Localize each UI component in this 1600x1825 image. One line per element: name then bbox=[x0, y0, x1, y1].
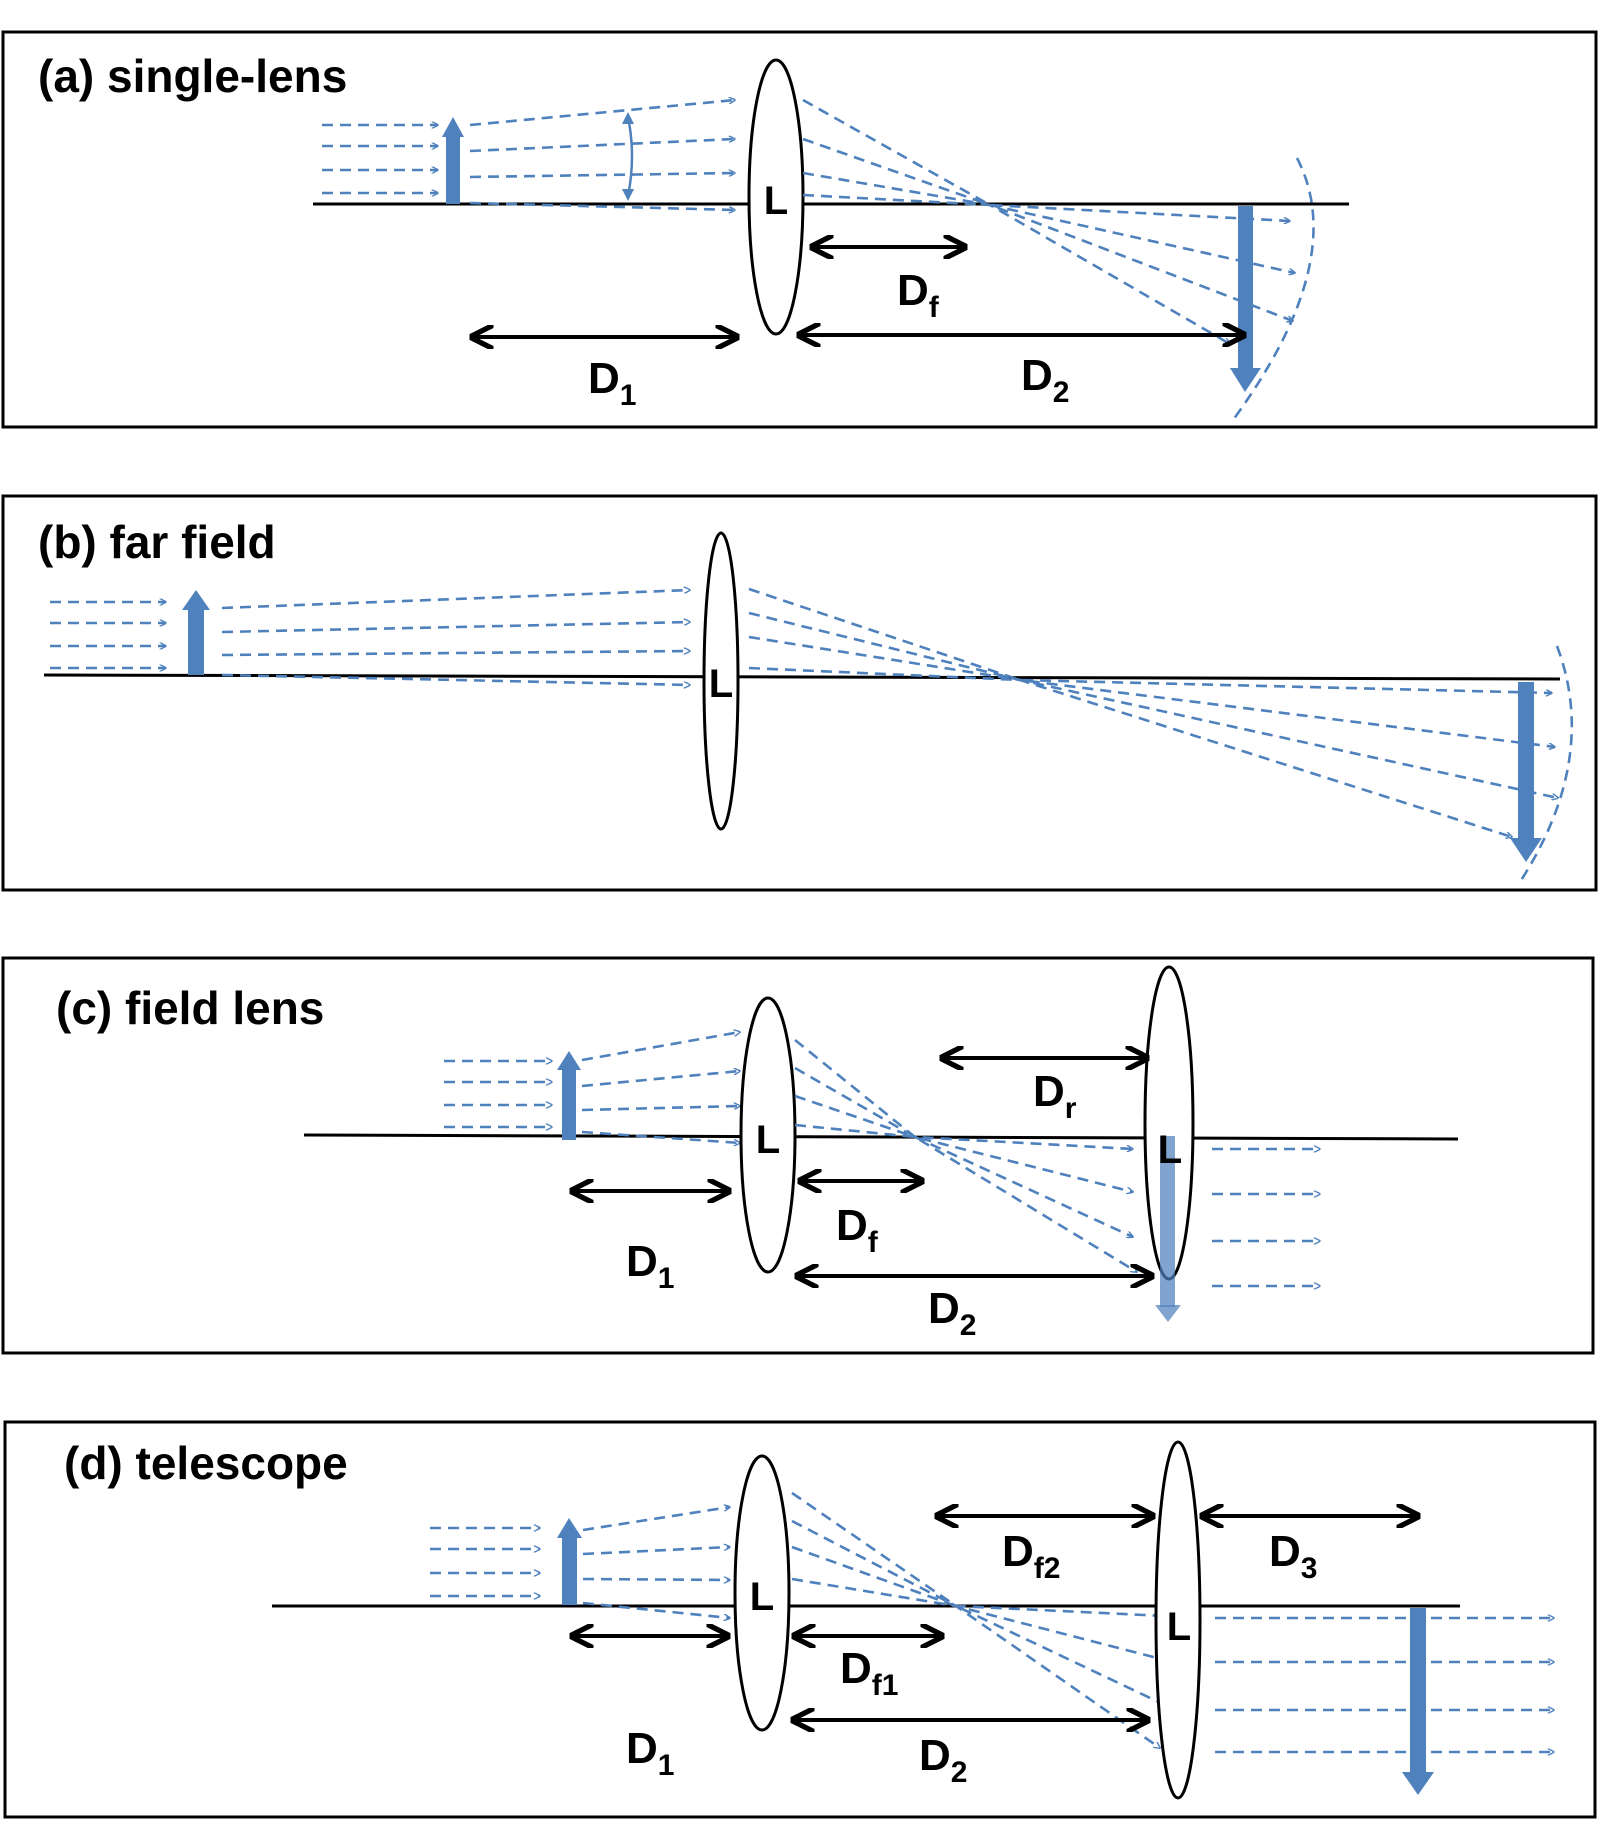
rays-after-lens bbox=[748, 587, 1558, 837]
ray bbox=[581, 1032, 740, 1062]
lens bbox=[747, 58, 805, 336]
collimated-output-rays bbox=[1212, 1149, 1320, 1286]
ray bbox=[469, 139, 735, 153]
lens-label: L bbox=[756, 1118, 780, 1162]
ray bbox=[791, 1545, 1165, 1707]
ray bbox=[802, 98, 1290, 221]
image-arrow bbox=[1155, 1136, 1181, 1322]
ray bbox=[582, 1579, 730, 1580]
ray bbox=[748, 587, 1552, 693]
ray bbox=[469, 100, 735, 127]
image-arrow bbox=[1402, 1608, 1434, 1795]
ray bbox=[221, 590, 690, 610]
ray bbox=[581, 1130, 740, 1143]
panel-b-title: (b) far field bbox=[38, 516, 276, 568]
optical-axis bbox=[303, 1133, 1459, 1141]
ray bbox=[221, 651, 690, 657]
ray bbox=[748, 666, 1512, 837]
dim-label-D3: D3 bbox=[1269, 1527, 1317, 1585]
eyepiece-lens bbox=[1154, 1440, 1202, 1800]
object-arrow bbox=[557, 1051, 581, 1140]
image-curve bbox=[1516, 645, 1574, 886]
object-arrow bbox=[182, 590, 210, 675]
ray bbox=[582, 1507, 730, 1532]
dim-label-D2: D2 bbox=[919, 1731, 967, 1789]
dim-label-Df: Df bbox=[897, 266, 940, 324]
object-arrow bbox=[442, 117, 464, 204]
ray bbox=[794, 1094, 1133, 1237]
dim-label-Df1: Df1 bbox=[840, 1644, 898, 1702]
dim-label-D2: D2 bbox=[1021, 351, 1069, 409]
ray bbox=[791, 1577, 1160, 1748]
lens-label: L bbox=[764, 179, 788, 223]
image-arrow bbox=[1510, 682, 1542, 862]
panel-b-far-field: (b) far field L bbox=[1, 494, 1598, 892]
dim-label-D1: D1 bbox=[626, 1724, 674, 1782]
incoming-rays bbox=[430, 1528, 540, 1596]
rays-to-lens bbox=[469, 100, 735, 210]
lens bbox=[702, 531, 740, 831]
ray bbox=[469, 201, 735, 210]
collimated-output-rays bbox=[1215, 1618, 1554, 1752]
incoming-rays bbox=[322, 125, 438, 193]
panel-d-title: (d) telescope bbox=[64, 1437, 348, 1489]
ray bbox=[581, 1071, 740, 1088]
rays-after-lens bbox=[802, 98, 1295, 344]
lens-label: L bbox=[750, 1575, 774, 1619]
bracket-head bbox=[622, 112, 634, 124]
ray bbox=[582, 1547, 730, 1556]
panel-d-telescope: (d) telescope L L bbox=[3, 1420, 1597, 1819]
lens bbox=[739, 996, 797, 1274]
ray bbox=[582, 1601, 730, 1618]
rays-to-lens bbox=[581, 1032, 740, 1143]
dim-label-Df2: Df2 bbox=[1002, 1527, 1060, 1585]
panel-b-frame bbox=[1, 494, 1598, 892]
rays-after-lens bbox=[791, 1491, 1165, 1748]
incoming-rays bbox=[50, 602, 166, 668]
dim-label-D1: D1 bbox=[588, 354, 636, 412]
panel-a-single-lens: (a) single-lens L bbox=[1, 30, 1598, 429]
ray bbox=[221, 673, 690, 685]
lens bbox=[733, 1454, 791, 1732]
rays-to-lens bbox=[582, 1507, 730, 1618]
divergence-bracket bbox=[626, 116, 634, 197]
dim-label-Df: Df bbox=[836, 1201, 879, 1259]
ray bbox=[469, 173, 735, 179]
ray bbox=[581, 1106, 740, 1112]
dim-label-D2: D2 bbox=[928, 1284, 976, 1342]
ray bbox=[802, 193, 1230, 344]
incoming-rays bbox=[444, 1061, 552, 1127]
panel-a-title: (a) single-lens bbox=[38, 50, 347, 102]
bracket-head bbox=[622, 189, 634, 201]
dim-label-D1: D1 bbox=[626, 1237, 674, 1295]
rays-after-lens bbox=[794, 1038, 1137, 1272]
lens-label: L bbox=[1167, 1605, 1191, 1649]
ray bbox=[794, 1066, 1133, 1192]
dim-label-Dr: Dr bbox=[1033, 1067, 1077, 1125]
rays-to-lens bbox=[221, 590, 690, 685]
object-arrow bbox=[557, 1518, 582, 1605]
lens-label: L bbox=[709, 662, 733, 706]
ray bbox=[794, 1123, 1137, 1272]
panel-c-title: (c) field lens bbox=[56, 982, 324, 1034]
ray bbox=[221, 622, 690, 634]
panel-c-field-lens: (c) field lens L bbox=[1, 956, 1595, 1355]
image-curve bbox=[1231, 157, 1315, 421]
lens-label: L bbox=[1158, 1128, 1182, 1172]
